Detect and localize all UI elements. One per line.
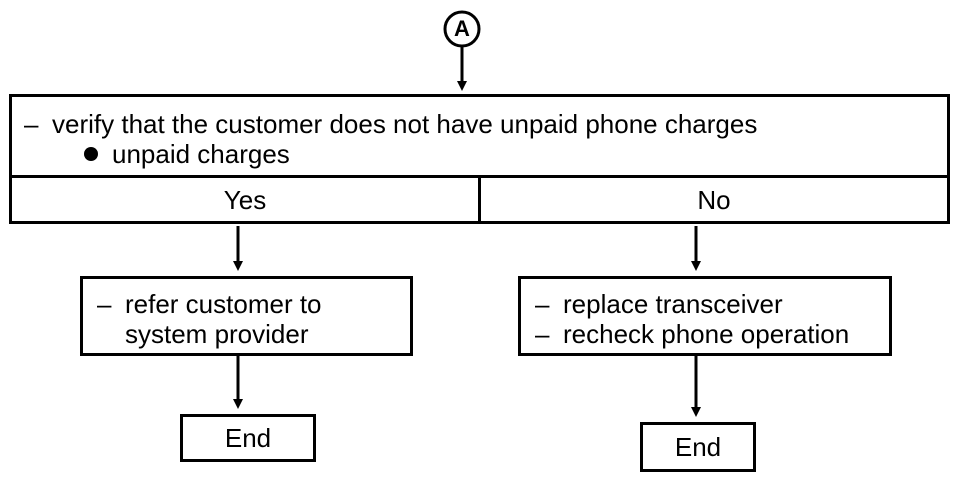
decision-condition: unpaid charges xyxy=(112,139,290,169)
branch-no-label: No xyxy=(697,184,731,215)
branch-yes-label: Yes xyxy=(223,184,267,215)
dot-bullet-icon xyxy=(84,147,98,162)
no-action-line2-row: –recheck phone operation xyxy=(535,319,849,349)
decision-condition-row: unpaid charges xyxy=(84,139,290,169)
dash-bullet: – xyxy=(535,289,550,319)
no-action-line2: recheck phone operation xyxy=(563,319,850,349)
no-action-line1-row: –replace transceiver xyxy=(535,289,783,319)
dash-bullet: – xyxy=(97,289,112,319)
yes-action-box: –refer customer to system provider xyxy=(80,276,413,356)
branch-divider xyxy=(478,175,481,221)
yes-action-line2: system provider xyxy=(125,319,309,349)
yes-action-line1: refer customer to xyxy=(125,289,322,319)
connector-label: A xyxy=(454,16,470,41)
no-action-line1: replace transceiver xyxy=(563,289,783,319)
yes-end-label: End xyxy=(224,423,272,453)
yes-action-line1-row: –refer customer to xyxy=(97,289,322,319)
no-end-label: End xyxy=(674,432,722,462)
no-end-box: End xyxy=(640,422,756,472)
decision-box: –verify that the customer does not have … xyxy=(9,94,950,224)
dash-bullet: – xyxy=(535,319,550,349)
yes-end-box: End xyxy=(180,414,316,462)
no-action-box: –replace transceiver –recheck phone oper… xyxy=(518,276,892,356)
decision-instruction: verify that the customer does not have u… xyxy=(52,109,758,139)
decision-instruction-row: –verify that the customer does not have … xyxy=(24,109,757,139)
dash-bullet: – xyxy=(24,109,39,139)
